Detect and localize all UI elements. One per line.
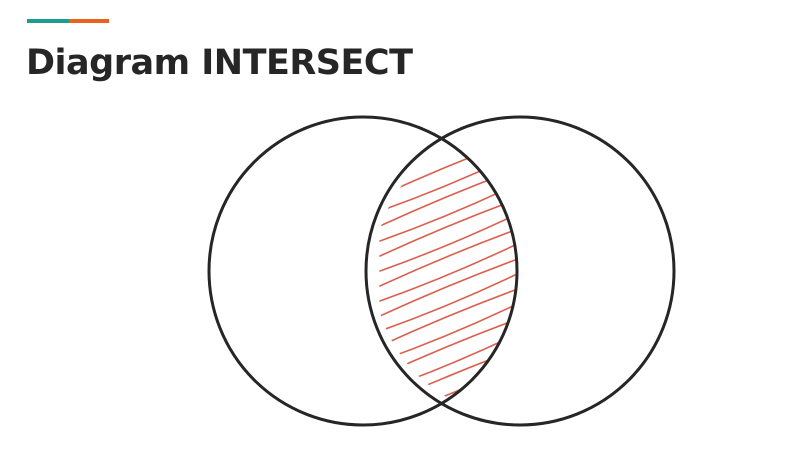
page-title: Diagram INTERSECT <box>26 43 413 83</box>
accent-bar-teal <box>27 19 69 23</box>
venn-circle-right <box>364 115 676 427</box>
hatch-stroke <box>379 334 516 392</box>
hatch-stroke <box>379 154 516 212</box>
intersection-hatching <box>379 139 516 417</box>
hatch-stroke <box>379 199 516 257</box>
hatch-stroke <box>379 289 516 347</box>
hatch-stroke <box>379 214 516 272</box>
hatch-stroke <box>379 229 516 287</box>
hatch-stroke <box>379 274 516 332</box>
hatch-stroke <box>379 259 516 317</box>
hatch-stroke <box>379 349 516 407</box>
hatch-stroke <box>379 244 516 302</box>
title-accent-bar <box>27 19 109 23</box>
accent-bar-orange <box>69 19 109 23</box>
hatch-stroke <box>379 169 516 227</box>
hatch-stroke <box>379 364 516 417</box>
venn-circle-left <box>207 115 519 427</box>
hatch-stroke <box>379 139 516 197</box>
